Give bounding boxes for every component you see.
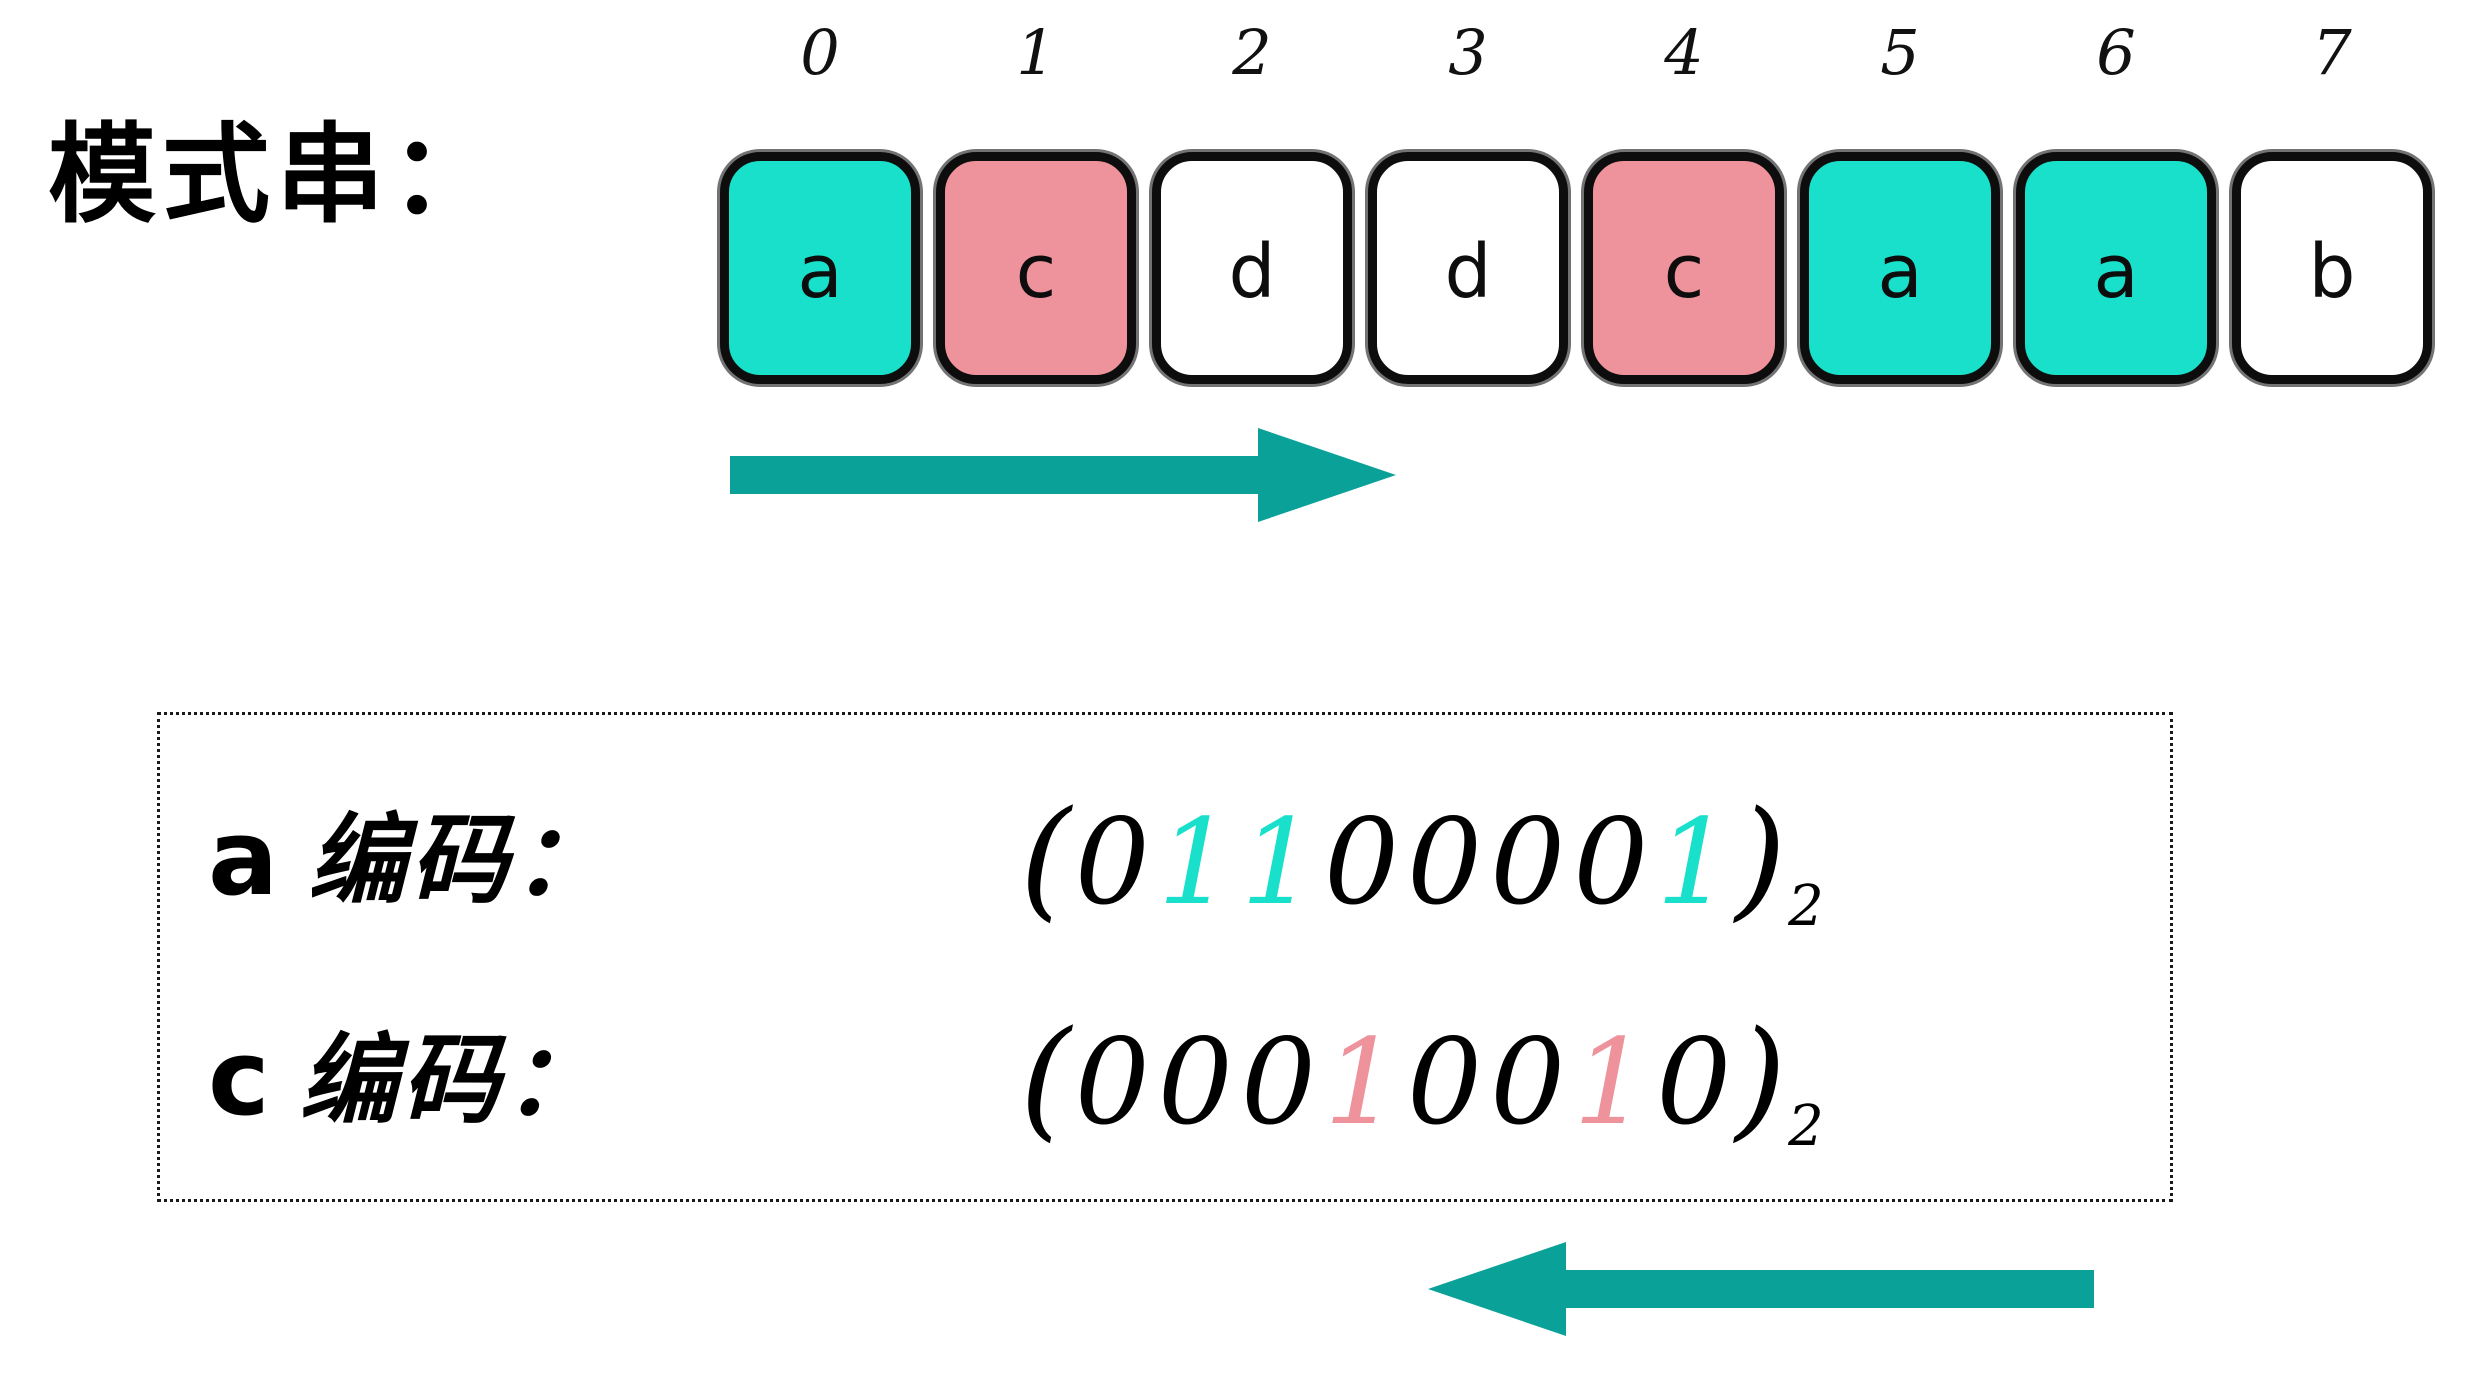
pattern-cell-box: a (1800, 152, 2000, 384)
encoding-subscript-c: 2 (1788, 1094, 1824, 1159)
pattern-string-label: 模式串： (48, 113, 505, 238)
index-label-1: 1 (1016, 16, 1056, 89)
pattern-cell-box: c (1584, 152, 1784, 384)
encoding-bits-c: 00010010 (1071, 1023, 1736, 1141)
encoding-row-a: a 编码： ( 01100001 ) 2 (160, 753, 2170, 963)
encoding-bit: 0 (1323, 793, 1400, 931)
forward-arrow-shape (730, 428, 1396, 522)
pattern-cell[interactable]: c (1576, 148, 1792, 388)
encoding-bit: 1 (1240, 793, 1316, 931)
encoding-word-c: 编码： (299, 1024, 606, 1138)
pattern-cell-letter: a (1877, 229, 1923, 315)
encoding-bit: 0 (1490, 793, 1566, 931)
encoding-word-a: 编码： (308, 804, 615, 918)
pattern-cell-box: d (1368, 152, 1568, 384)
encoding-bit: 0 (1656, 1013, 1732, 1151)
encoding-label-a: a 编码： (208, 806, 614, 910)
pattern-cell-letter: a (2093, 229, 2139, 315)
encoding-label-c: c 编码： (208, 1026, 606, 1130)
encoding-bit: 1 (1157, 793, 1233, 931)
pattern-cell-letter: c (1015, 229, 1057, 315)
encoding-bits-a: 01100001 (1071, 803, 1736, 921)
pattern-cell[interactable]: d (1360, 148, 1576, 388)
index-label-2: 2 (1232, 16, 1272, 89)
encoding-bit: 0 (1240, 1013, 1316, 1151)
encoding-value-c: ( 00010010 ) 2 (1020, 1002, 1824, 1155)
pattern-cell-letter: a (797, 229, 843, 315)
pattern-cell[interactable]: a (712, 148, 928, 388)
encoding-bit: 1 (1573, 1013, 1649, 1151)
encoding-value-a: ( 01100001 ) 2 (1020, 782, 1824, 935)
index-label-7: 7 (2312, 16, 2352, 89)
pattern-cell-box: a (2016, 152, 2216, 384)
encoding-bit: 0 (1490, 1013, 1566, 1151)
pattern-cell-box: c (936, 152, 1136, 384)
open-paren-a: ( (1020, 782, 1071, 934)
index-label-0: 0 (800, 16, 840, 89)
open-paren-c: ( (1020, 1002, 1071, 1154)
pattern-cell[interactable]: b (2224, 148, 2440, 388)
pattern-cell[interactable]: a (2008, 148, 2224, 388)
backward-arrow-shape (1428, 1242, 2094, 1336)
encoding-bit: 1 (1656, 793, 1732, 931)
encoding-bit: 0 (1407, 793, 1483, 931)
pattern-cell-letter: d (1228, 229, 1276, 315)
pattern-cell[interactable]: d (1144, 148, 1360, 388)
index-label-5: 5 (1880, 16, 1920, 89)
encoding-panel: a 编码： ( 01100001 ) 2 c 编码： ( 00010010 ) … (157, 712, 2173, 1202)
pattern-cell-letter: d (1444, 229, 1492, 315)
encoding-row-c: c 编码： ( 00010010 ) 2 (160, 973, 2170, 1183)
pattern-cell[interactable]: c (928, 148, 1144, 388)
backward-arrow-icon (1424, 1238, 2114, 1340)
index-label-3: 3 (1448, 16, 1488, 89)
close-paren-c: ) (1735, 1002, 1787, 1154)
index-label-6: 6 (2096, 16, 2136, 89)
encoding-bit: 0 (1573, 793, 1649, 931)
encoding-bit: 0 (1074, 793, 1150, 931)
encoding-bit: 1 (1323, 1013, 1400, 1151)
close-paren-a: ) (1735, 782, 1787, 934)
encoding-bit: 0 (1157, 1013, 1233, 1151)
encoding-subscript-a: 2 (1788, 874, 1824, 939)
pattern-cell-box: a (720, 152, 920, 384)
pattern-cell-box: b (2232, 152, 2432, 384)
pattern-cell[interactable]: a (1792, 148, 2008, 388)
index-label-4: 4 (1664, 16, 1704, 89)
forward-arrow-icon (710, 424, 1400, 526)
pattern-cell-letter: b (2308, 229, 2356, 315)
pattern-cell-box: d (1152, 152, 1352, 384)
pattern-cell-letter: c (1663, 229, 1705, 315)
encoding-char-c: c (208, 1017, 270, 1139)
encoding-bit: 0 (1407, 1013, 1483, 1151)
encoding-bit: 0 (1074, 1013, 1150, 1151)
encoding-char-a: a (208, 797, 279, 919)
